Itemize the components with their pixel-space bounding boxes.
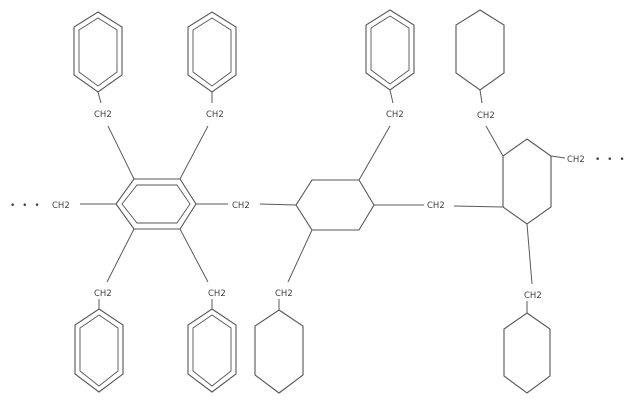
ch2-label-bottom-4: CH2: [524, 291, 542, 301]
ch2-label-top-2: CH2: [206, 110, 224, 120]
bond-ring2-bottom: [287, 229, 313, 283]
bond-ring3-right: [550, 155, 566, 159]
ch2-label-link-1: CH2: [232, 201, 250, 211]
chain-continuation-left: • • •: [10, 201, 42, 211]
top-phenyl-ring-4: [455, 9, 505, 91]
ch2-label-bottom-3: CH2: [275, 289, 293, 299]
ch2-label-top-4: CH2: [477, 111, 495, 121]
bond-ch2-ring3: [485, 125, 504, 157]
top-phenyl-ring-1: [73, 11, 123, 93]
top-phenyl-ring-3: [365, 9, 415, 91]
bond-ch2-ring1-b: [179, 125, 209, 180]
bond-ch2-ring2: [358, 125, 391, 181]
ch2-label-top-3: CH2: [386, 110, 404, 120]
bond-top-3: [389, 89, 394, 104]
backbone-ring-1: [115, 178, 197, 230]
top-phenyl-ring-2: [187, 11, 237, 93]
bottom-phenyl-ring-4: [503, 312, 551, 394]
backbone-ring-2: [295, 179, 375, 231]
bond-ring1-bottom-a: [106, 228, 135, 283]
bottom-phenyl-ring-3: [254, 309, 304, 394]
bond-ring3-bottom: [526, 223, 533, 285]
bottom-phenyl-ring-2: [187, 308, 237, 393]
bond-top-4: [479, 89, 483, 104]
ch2-label-bottom-2: CH2: [208, 289, 226, 299]
bottom-phenyl-ring-1: [74, 308, 124, 393]
bond-ring1-bottom-b: [179, 228, 209, 283]
bond-top-1: [97, 91, 102, 104]
ch2-label-chain-right: CH2: [567, 155, 585, 165]
bond-ch2-ring1-a: [107, 125, 135, 180]
ch2-label-bottom-1: CH2: [94, 289, 112, 299]
chain-continuation-right: • • •: [595, 155, 627, 165]
ch2-label-link-2: CH2: [427, 201, 445, 211]
bond-ch2-ring3-left: [453, 205, 504, 208]
backbone-ring-3: [502, 138, 552, 225]
ch2-label-top-1: CH2: [94, 110, 112, 120]
ch2-label-chain-left: CH2: [52, 201, 70, 211]
bond-ch2-ring2-left: [259, 203, 297, 206]
